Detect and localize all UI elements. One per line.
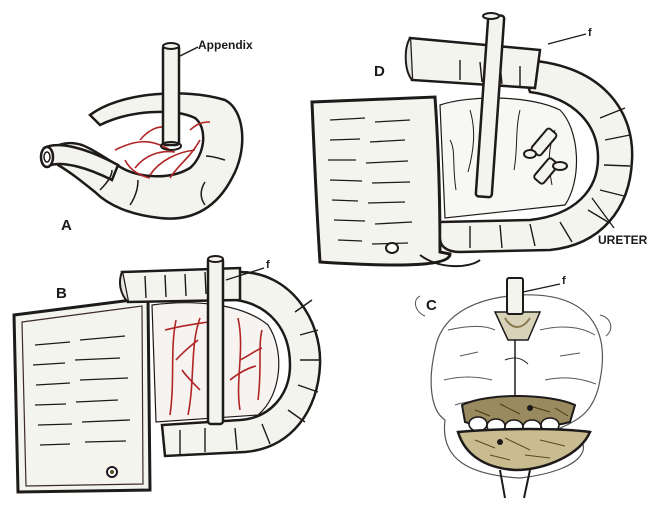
panel-d-label: D <box>374 63 385 80</box>
panel-a-ileum-opening <box>41 147 53 167</box>
panel-b-f-label: f <box>266 259 270 271</box>
panel-c-f-label: f <box>562 275 566 287</box>
panel-b-figure: f B <box>14 256 320 492</box>
panel-c-label: C <box>426 297 437 314</box>
panel-a-figure: Appendix A <box>41 38 253 234</box>
ureter-label: URETER <box>598 233 648 247</box>
panel-a-appendix <box>163 45 179 145</box>
panel-b-bladder-flap <box>14 298 150 492</box>
panel-b-label: B <box>56 285 67 302</box>
panel-a-label: A <box>61 217 72 234</box>
panel-b-conduit <box>208 258 223 424</box>
panel-d-figure: f URETER D <box>312 13 648 266</box>
appendix-label: Appendix <box>198 38 253 52</box>
panel-c-figure: f C <box>415 275 610 498</box>
panel-c-conduit <box>507 278 523 314</box>
appendix-leader-line <box>180 47 198 56</box>
panel-d-f-label: f <box>588 27 592 39</box>
